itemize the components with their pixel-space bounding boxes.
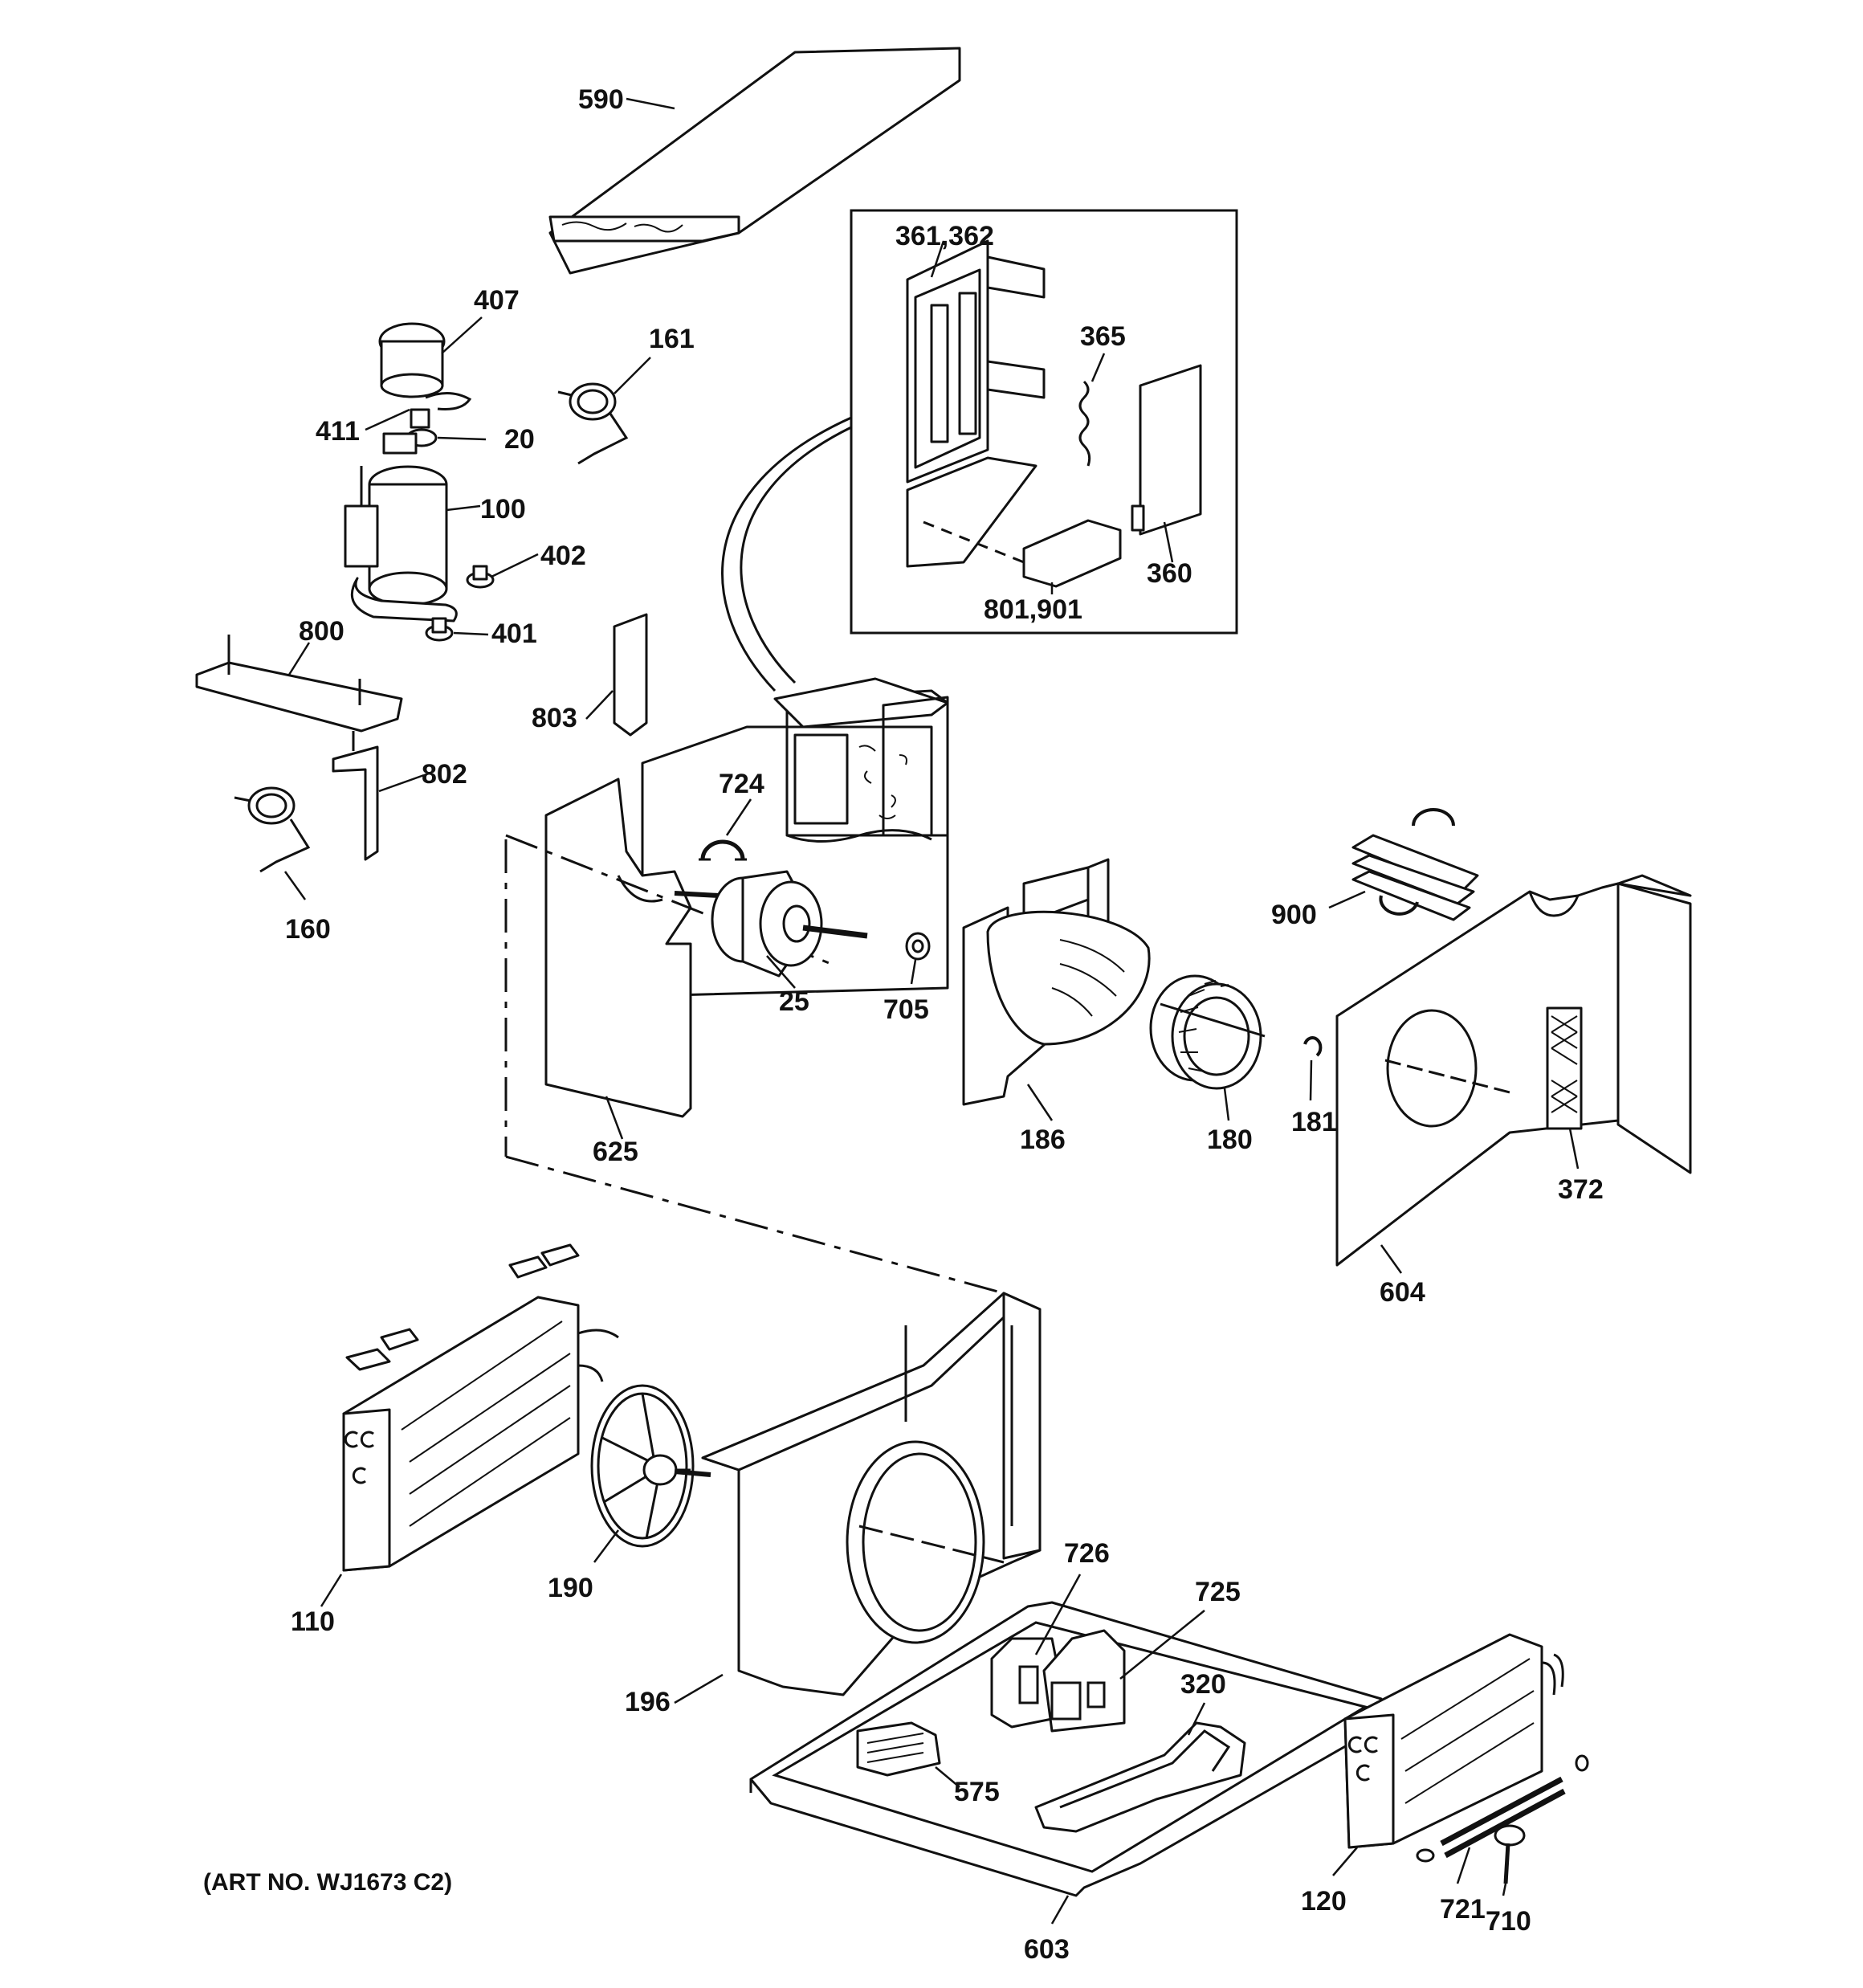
label-372: 372 [1558, 1174, 1604, 1205]
label-900: 900 [1271, 900, 1317, 930]
label-161: 161 [649, 324, 695, 354]
part-590-top-cover [548, 47, 961, 275]
part-inset-control-assembly [850, 209, 1238, 635]
label-801-901: 801,901 [984, 594, 1082, 625]
label-625: 625 [593, 1137, 638, 1167]
part-802-bracket [332, 745, 425, 861]
label-575: 575 [954, 1777, 1000, 1807]
label-186: 186 [1020, 1125, 1066, 1155]
label-160: 160 [285, 914, 331, 945]
part-186-blower-housing [962, 858, 1151, 1121]
label-100: 100 [480, 494, 526, 525]
part-120-evaporator-coil [1332, 1633, 1564, 1876]
label-181: 181 [1291, 1107, 1337, 1137]
label-604: 604 [1380, 1277, 1425, 1308]
label-411: 411 [316, 416, 360, 447]
label-110: 110 [291, 1606, 335, 1637]
part-110-condenser-coil [320, 1243, 619, 1607]
part-604-orifice-panel [1335, 874, 1692, 1274]
label-402: 402 [540, 541, 586, 571]
part-160-spring [234, 786, 311, 900]
label-803: 803 [532, 703, 577, 733]
label-361-362: 361,362 [895, 221, 994, 251]
part-725-bracket [1042, 1610, 1205, 1733]
label-25: 25 [779, 986, 809, 1017]
label-603: 603 [1024, 1934, 1070, 1965]
part-724-clamp [699, 798, 752, 861]
label-320: 320 [1180, 1669, 1226, 1700]
part-603-base-pan [749, 1601, 1383, 1925]
part-705-bearing [905, 932, 931, 985]
part-25-motor [674, 870, 868, 989]
label-710: 710 [1486, 1906, 1531, 1937]
label-725: 725 [1195, 1577, 1241, 1607]
part-726-bracket [990, 1574, 1082, 1729]
label-705: 705 [883, 994, 929, 1025]
label-724: 724 [719, 769, 764, 799]
label-196: 196 [625, 1687, 671, 1717]
part-800-bracket [195, 635, 403, 751]
label-590: 590 [578, 84, 624, 115]
part-161-spring [557, 357, 651, 465]
label-721: 721 [1440, 1894, 1486, 1925]
label-180: 180 [1207, 1125, 1253, 1155]
part-710-screw [1494, 1824, 1526, 1896]
part-401-screw [425, 617, 489, 642]
part-20-shaft [382, 408, 487, 455]
label-401: 401 [491, 618, 537, 649]
part-803-strip [585, 613, 648, 737]
part-320-channel [1034, 1702, 1246, 1833]
label-407: 407 [474, 285, 520, 316]
label-802: 802 [422, 759, 467, 790]
label-120: 120 [1301, 1886, 1347, 1917]
label-365: 365 [1080, 321, 1126, 352]
label-20: 20 [504, 424, 535, 455]
part-181-clip [1303, 1036, 1323, 1101]
part-900-mounting-kit [1328, 808, 1479, 921]
part-625-partition [504, 778, 1005, 1295]
part-190-fan [590, 1384, 711, 1563]
part-575-plate [856, 1721, 960, 1788]
part-721-thermistor [1416, 1754, 1589, 1884]
part-100-capacitor [344, 465, 481, 623]
part-196-shroud [674, 1292, 1042, 1704]
part-402-screw [466, 553, 539, 589]
part-180-blower-wheel [1149, 974, 1266, 1121]
art-number: (ART NO. WJ1673 C2) [203, 1869, 452, 1896]
part-number-labels: 590 361,362 365 360 801,901 407 411 20 1… [285, 84, 1604, 1965]
part-407-knob [378, 316, 483, 398]
label-800: 800 [299, 616, 344, 647]
label-360: 360 [1147, 558, 1192, 589]
part-411-clip [365, 392, 472, 431]
label-190: 190 [548, 1573, 593, 1603]
label-726: 726 [1064, 1538, 1110, 1569]
